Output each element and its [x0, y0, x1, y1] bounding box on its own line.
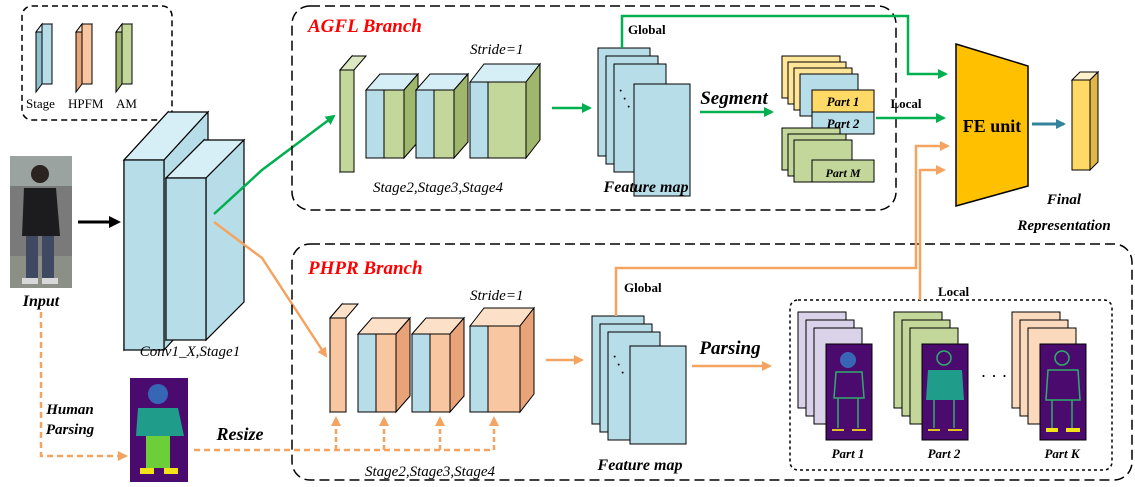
final-label-1: Final: [1046, 192, 1082, 208]
to-phpr-arrow: [213, 221, 328, 358]
phpr-parts-ellipsis: · · ·: [981, 366, 1008, 386]
resize-up-arrows: [331, 416, 499, 450]
input-image: [10, 156, 72, 288]
svg-text:·: ·: [626, 99, 631, 116]
legend-stage-block: [35, 22, 53, 94]
phpr-feature-map-label: Feature map: [597, 457, 683, 474]
human-parsing-label-1: Human: [45, 402, 94, 418]
phpr-part-k-label: Part K: [1044, 446, 1080, 461]
agfl-branch-box: [291, 5, 897, 211]
human-parsing-arrow: [39, 312, 128, 461]
phpr-part-1-label: Part 1: [832, 446, 865, 461]
backbone-label: Conv1_X,Stage1: [140, 344, 240, 360]
resize-label: Resize: [216, 424, 264, 444]
legend-am-label: AM: [116, 96, 137, 111]
legend-am-block: [115, 22, 133, 94]
phpr-local-label: Local: [938, 284, 969, 299]
phpr-branch-box: [291, 243, 1133, 481]
fe-unit-block: [955, 42, 1029, 207]
agfl-stages-label: Stage2,Stage3,Stage4: [373, 180, 503, 196]
phpr-local-parts-box: [789, 299, 1113, 471]
fe-unit-label: FE unit: [963, 116, 1022, 136]
final-label-2: Representation: [1016, 218, 1110, 234]
phpr-local-arrow: [918, 165, 946, 300]
phpr-global-arrow: [614, 141, 950, 316]
human-parsing-label-2: Parsing: [46, 422, 95, 438]
phpr-stages-label: Stage2,Stage3,Stage4: [365, 464, 495, 480]
agfl-feature-map: · · ·: [597, 47, 691, 197]
phpr-part-k-stack: [1011, 311, 1087, 441]
svg-text:·: ·: [616, 357, 621, 374]
parsing-label: Parsing: [698, 338, 760, 359]
legend: Stage HPFM AM: [21, 5, 173, 121]
backbone-blocks: [122, 110, 246, 352]
phpr-global-label: Global: [624, 280, 662, 295]
legend-hpfm-label: HPFM: [68, 96, 104, 111]
phpr-feature-map: · · ·: [591, 315, 687, 445]
agfl-title: AGFL Branch: [307, 16, 422, 37]
svg-text:·: ·: [622, 91, 627, 108]
agfl-global-label: Global: [628, 22, 666, 37]
legend-hpfm-block: [75, 22, 93, 94]
svg-text:·: ·: [620, 365, 625, 382]
phpr-stride: Stride=1: [470, 288, 523, 304]
svg-text:·: ·: [618, 83, 623, 100]
phpr-part-1-stack: [797, 311, 873, 441]
phpr-stage-blocks: [328, 302, 536, 414]
phpr-part-2-stack: [893, 311, 969, 441]
agfl-part-stacks: [781, 55, 875, 183]
input-label: Input: [22, 293, 60, 310]
agfl-stride: Stride=1: [470, 42, 523, 58]
phpr-part-2-label: Part 2: [928, 446, 961, 461]
agfl-feature-map-label: Feature map: [603, 179, 689, 196]
agfl-part-2: Part 2: [827, 116, 860, 131]
agfl-part-m: Part M: [825, 166, 860, 180]
svg-text:·: ·: [612, 349, 617, 366]
legend-stage-label: Stage: [26, 96, 55, 111]
agfl-stage-blocks: [338, 54, 542, 174]
human-parsing-image: [130, 378, 188, 482]
phpr-title: PHPR Branch: [307, 258, 423, 279]
segment-label: Segment: [700, 88, 768, 109]
final-representation-block: [1070, 70, 1100, 172]
to-agfl-arrow: [213, 114, 336, 215]
agfl-part-1: Part 1: [827, 94, 860, 109]
agfl-local-label: Local: [890, 96, 921, 111]
agfl-global-arrow: [620, 14, 948, 79]
